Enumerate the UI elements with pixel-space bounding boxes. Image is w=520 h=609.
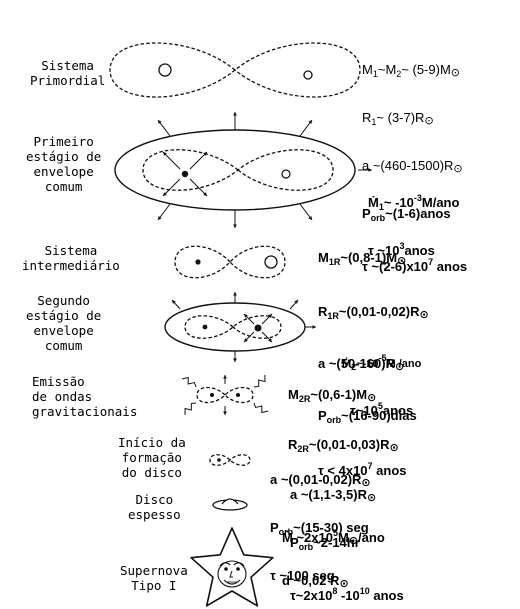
envelope-1-core [181,170,189,178]
supernova-eye-left [224,567,228,571]
intermediate-companion [264,255,278,269]
param-line: a ~(460-1500)R⊙ [362,158,463,175]
envelope-1-core-arrow-0-head [163,152,167,156]
supernova-face [217,560,247,588]
gw-wave-1 [181,376,197,388]
params-first-ce: Ṁ1~ -10-3M/ano τ ~103anos [368,158,459,286]
supernova-eye-right [236,567,240,571]
param-line: R1~ (3-7)R⊙ [362,110,434,127]
param-line: τ~105anos [350,401,414,418]
supernova-mouth [223,579,241,585]
supernova-nose [229,570,233,578]
envelope-1-outflow-2-head [158,120,162,124]
envelope-1-companion [281,169,291,179]
gw-wave-4 [253,402,269,414]
envelope-1-outflow-1-head [233,224,237,228]
param-line: Ṁ1~ -10-3M/ano [368,193,460,212]
envelope-1-outflow-6-head [368,168,372,172]
envelope-2-wd-1 [202,324,208,330]
gw-arrow-up-head [223,375,227,379]
envelope-1-core-arrow-1-head [203,152,207,156]
param-line: a ~(50-160)R⊙ [318,356,405,373]
envelope-1-outflow-0-head [233,112,237,116]
disc-start-roche-lobe [209,454,251,466]
params-disc-start: a ~(0,01-0,02)R⊙ Porb~(15-30) seg τ ~100… [270,440,371,609]
envelope-1-core-arrow-3 [189,178,208,197]
envelope-1-outflow-4-head [158,216,162,220]
gw-wd-1 [210,393,214,397]
disc-start-wd [217,458,221,462]
param-line: Porb~(16-90)dias [318,408,417,425]
primordial-star-1 [158,63,172,77]
params-thick-disc: Ṁ ~2x105M⊙/ano d ~0,02 R⊙ [282,493,385,609]
param-line: a ~(0,01-0,02)R⊙ [270,472,371,489]
envelope-1-roche-lobe [142,149,334,191]
param-line: M1~M2~ (5-9)M⊙ [362,62,460,79]
gw-roche-lobe [196,386,254,404]
envelope-2-core-arrow-0-head [244,314,248,318]
primordial-star-2 [303,70,313,80]
envelope-2-outflow-3-head [172,300,176,304]
envelope-2-core-arrow-2-head [244,338,248,342]
param-line: M1R~(0,8-1)M⊙ [318,250,407,267]
envelope-2-outflow-2-head [312,325,316,329]
envelope-2-outflow-4-head [294,300,298,304]
envelope-2-core-arrow-3-head [268,338,272,342]
envelope-1-core-arrow-2-head [163,192,167,196]
param-line: Porb~2-14hr [290,535,360,552]
param-line: Ṁ ~2x105M⊙/ano [282,528,385,547]
param-line: τ ~100 seg [270,568,335,583]
param-line: M2R~(0,6-1)M⊙ [288,387,377,404]
thick-disc-bulge [221,498,239,505]
param-line: R1R~(0,01-0,02)R⊙ [318,304,429,321]
envelope-1-core-arrow-3-head [203,192,207,196]
envelope-2-outflow-0-head [233,292,237,296]
params-gw: M2R~(0,6-1)M⊙ R2R~(0,01-0,03)R⊙ a ~(1,1-… [288,355,404,609]
envelope-1-core-arrow-2 [162,178,181,197]
params-intermediate: M1R~(0,8-1)M⊙ R1R~(0,01-0,02)R⊙ a ~(50-1… [318,218,429,506]
param-line: d ~0,02 R⊙ [282,573,349,590]
envelope-1-outflow-5-head [308,216,312,220]
param-line: a ~(1,1-3,5)R⊙ [290,487,377,504]
param-line: Porb~(15-30) seg [270,520,369,537]
param-line: τ < 4x107 anos [318,461,407,478]
param-line: Porb~(1-6)anos [362,206,451,223]
param-line: Ṁ2~-10-5M /ano [342,353,422,372]
primordial-roche-lobe [109,42,361,98]
gw-wave-3 [253,375,266,388]
param-line: τ ~(2-6)x107 anos [362,257,468,274]
gw-wd-2 [236,393,240,397]
envelope-1-core-arrow-1 [189,151,208,170]
envelope-2-core [254,324,262,332]
envelope-2-outflow-1-head [233,358,237,362]
envelope-2-roche-lobe [184,315,282,339]
envelope-2 [164,302,306,352]
envelope-2-core-arrow-1-head [268,314,272,318]
gw-arrow-down-head [223,411,227,415]
intermediate-roche-lobe [174,245,286,279]
envelope-1-outflow-3-head [308,120,312,124]
gw-wave-2 [184,402,197,415]
intermediate-wd [195,259,201,265]
supernova-brows [219,562,245,567]
params-second-ce: Ṁ2~-10-5M /ano τ~105anos [342,318,421,446]
envelope-1-core-arrow-0 [162,151,181,170]
params-primordial: M1~M2~ (5-9)M⊙ R1~ (3-7)R⊙ a ~(460-1500)… [362,30,467,302]
envelope-1 [114,129,356,211]
param-line: τ ~103anos [368,241,435,258]
param-line: R2R~(0,01-0,03)R⊙ [288,437,399,454]
param-line: τ~2x108 -1010 anos [290,586,404,603]
